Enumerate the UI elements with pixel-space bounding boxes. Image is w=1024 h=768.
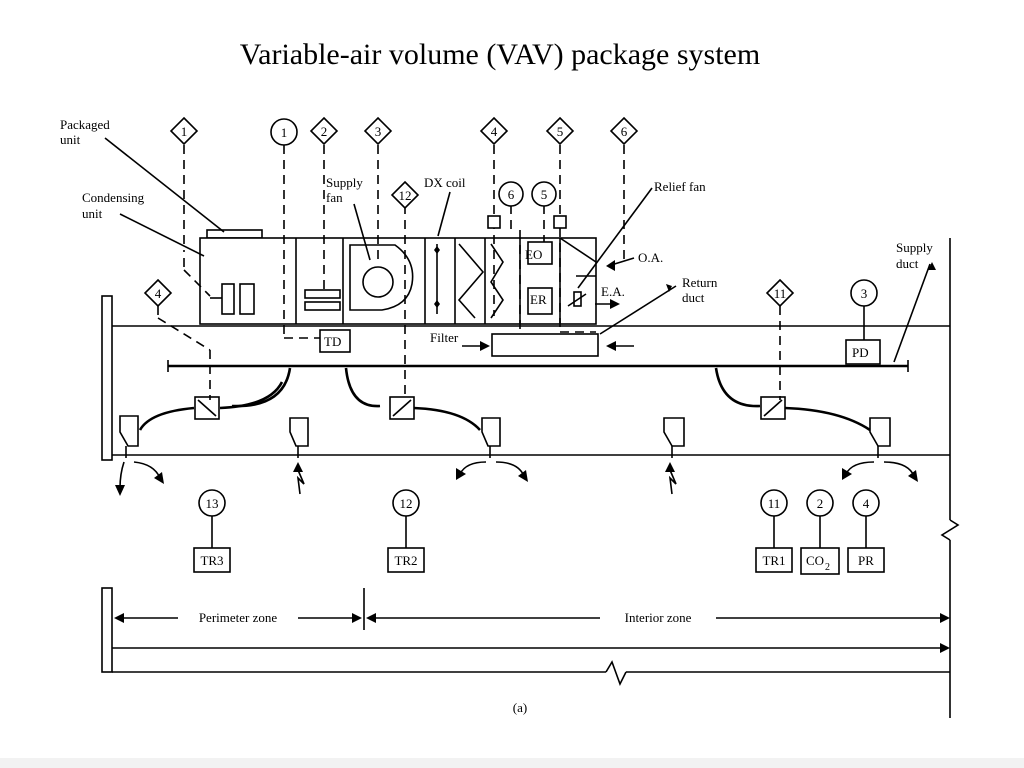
packaged-unit-label-1: Packaged — [60, 117, 110, 132]
circle-marker-1: 1 — [270, 118, 298, 146]
diamond-marker-2: 2 — [309, 116, 339, 146]
supply-duct-and-vav-boxes — [115, 360, 918, 496]
svg-text:12: 12 — [400, 496, 413, 511]
oa-label: O.A. — [638, 250, 663, 265]
svg-text:12: 12 — [399, 188, 412, 203]
circle-marker-11: 11 — [760, 489, 788, 517]
annotations: Packaged unit Condensing unit Supply fan… — [60, 117, 936, 363]
circle-marker-13: 13 — [198, 489, 226, 517]
sensor-tr2: TR2 — [387, 547, 425, 573]
supply-duct-label-2: duct — [896, 256, 919, 271]
svg-text:1: 1 — [281, 125, 288, 140]
svg-text:TR1: TR1 — [762, 553, 785, 568]
svg-text:6: 6 — [508, 187, 515, 202]
svg-text:PR: PR — [858, 553, 874, 568]
svg-text:4: 4 — [155, 286, 162, 301]
svg-text:6: 6 — [621, 124, 628, 139]
circle-marker-6: 6 — [498, 181, 524, 207]
eo-label: EO — [525, 247, 542, 262]
zone-dimensions: Perimeter zone Interior zone — [112, 588, 950, 653]
sensor-co2: CO 2 — [800, 547, 840, 575]
relief-fan-label: Relief fan — [654, 179, 706, 194]
diamond-marker-1: 1 — [169, 116, 199, 146]
svg-text:3: 3 — [861, 286, 868, 301]
svg-text:2: 2 — [817, 496, 824, 511]
circle-marker-3: 3 — [850, 279, 878, 307]
circle-marker-4: 4 — [852, 489, 880, 517]
sensor-boxes: TR3 TR2 TR1 CO 2 PR — [193, 547, 885, 575]
svg-text:4: 4 — [491, 124, 498, 139]
figure-label: (a) — [513, 700, 527, 715]
er-label: ER — [530, 292, 547, 307]
svg-text:4: 4 — [863, 496, 870, 511]
packaged-unit-label-2: unit — [60, 132, 81, 147]
condensing-unit-label-1: Condensing — [82, 190, 145, 205]
page-title: Variable-air volume (VAV) package system — [239, 38, 761, 71]
circle-marker-2: 2 — [806, 489, 834, 517]
diamond-marker-4-top: 4 — [479, 116, 509, 146]
svg-text:11: 11 — [768, 496, 781, 511]
diamond-marker-12: 12 — [390, 180, 420, 210]
svg-text:1: 1 — [181, 124, 188, 139]
svg-text:CO: CO — [806, 553, 824, 568]
svg-text:3: 3 — [375, 124, 382, 139]
supply-fan-label-1: Supply — [326, 175, 363, 190]
ea-label: E.A. — [601, 284, 625, 299]
supply-duct-label-1: Supply — [896, 240, 933, 255]
svg-text:5: 5 — [541, 187, 548, 202]
diamond-markers: 1 2 3 4 5 6 4 11 — [143, 116, 795, 308]
diamond-marker-6: 6 — [609, 116, 639, 146]
td-label: TD — [324, 334, 341, 349]
sensor-tr1: TR1 — [755, 547, 793, 573]
svg-text:TR3: TR3 — [200, 553, 223, 568]
diamond-marker-4-left: 4 — [143, 278, 173, 308]
diamond-marker-5: 5 — [545, 116, 575, 146]
packaged-unit — [199, 229, 881, 365]
perimeter-zone-label: Perimeter zone — [199, 610, 278, 625]
condensing-unit-label-2: unit — [82, 206, 103, 221]
svg-text:13: 13 — [206, 496, 219, 511]
pd-label: PD — [852, 345, 869, 360]
sensor-pr: PR — [847, 547, 885, 573]
svg-text:2: 2 — [321, 124, 328, 139]
diamond-marker-3: 3 — [363, 116, 393, 146]
unit-labels: EO ER TD PD — [324, 247, 869, 360]
return-duct-label-2: duct — [682, 290, 705, 305]
control-signals — [157, 145, 867, 548]
diamond-marker-11: 11 — [765, 278, 795, 308]
return-duct-label-1: Return — [682, 275, 718, 290]
circle-markers: 1 6 5 3 13 12 11 2 — [198, 118, 880, 517]
building-structure — [101, 238, 960, 718]
svg-text:11: 11 — [774, 286, 787, 301]
sensor-tr3: TR3 — [193, 547, 231, 573]
interior-zone-label: Interior zone — [625, 610, 692, 625]
supply-fan-label-2: fan — [326, 190, 343, 205]
svg-text:2: 2 — [825, 562, 830, 573]
circle-marker-12: 12 — [392, 489, 420, 517]
dx-coil-label: DX coil — [424, 175, 466, 190]
circle-marker-5: 5 — [531, 181, 557, 207]
bottom-bar — [0, 758, 1024, 768]
svg-text:TR2: TR2 — [394, 553, 417, 568]
filter-label: Filter — [430, 330, 459, 345]
svg-text:5: 5 — [557, 124, 564, 139]
